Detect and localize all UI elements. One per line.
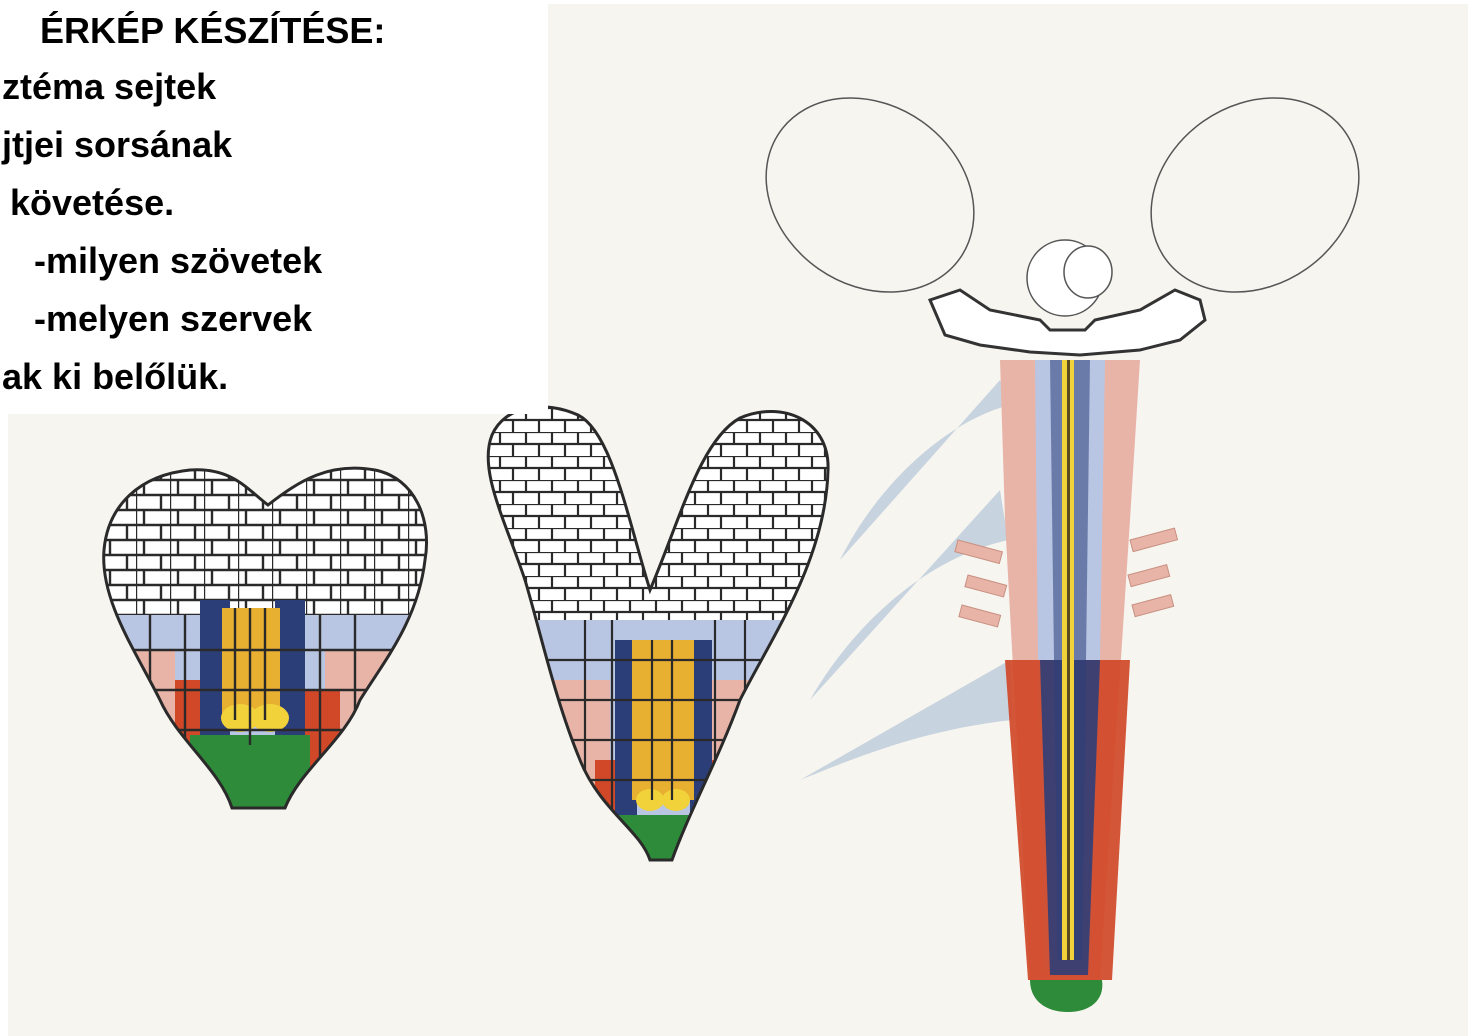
slide-text-box: ÉRKÉP KÉSZÍTÉSE: ztéma sejtek jtjei sors…	[0, 0, 548, 414]
cotyledon-right	[1113, 58, 1396, 332]
text-line: -melyen szervek	[34, 298, 312, 340]
text-line: ÉRKÉP KÉSZÍTÉSE:	[40, 10, 385, 52]
root-cap	[1030, 980, 1102, 1012]
text-line: jtjei sorsának	[2, 124, 232, 166]
seedling	[728, 58, 1396, 1012]
torpedo-stage-embryo	[488, 407, 840, 885]
heart-stage-embryo	[100, 468, 440, 820]
text-line: követése.	[10, 182, 174, 224]
text-line: -milyen szövetek	[34, 240, 322, 282]
text-line: ztéma sejtek	[2, 66, 216, 108]
text-line: ak ki belőlük.	[2, 356, 228, 398]
cotyledon-left	[728, 58, 1011, 332]
